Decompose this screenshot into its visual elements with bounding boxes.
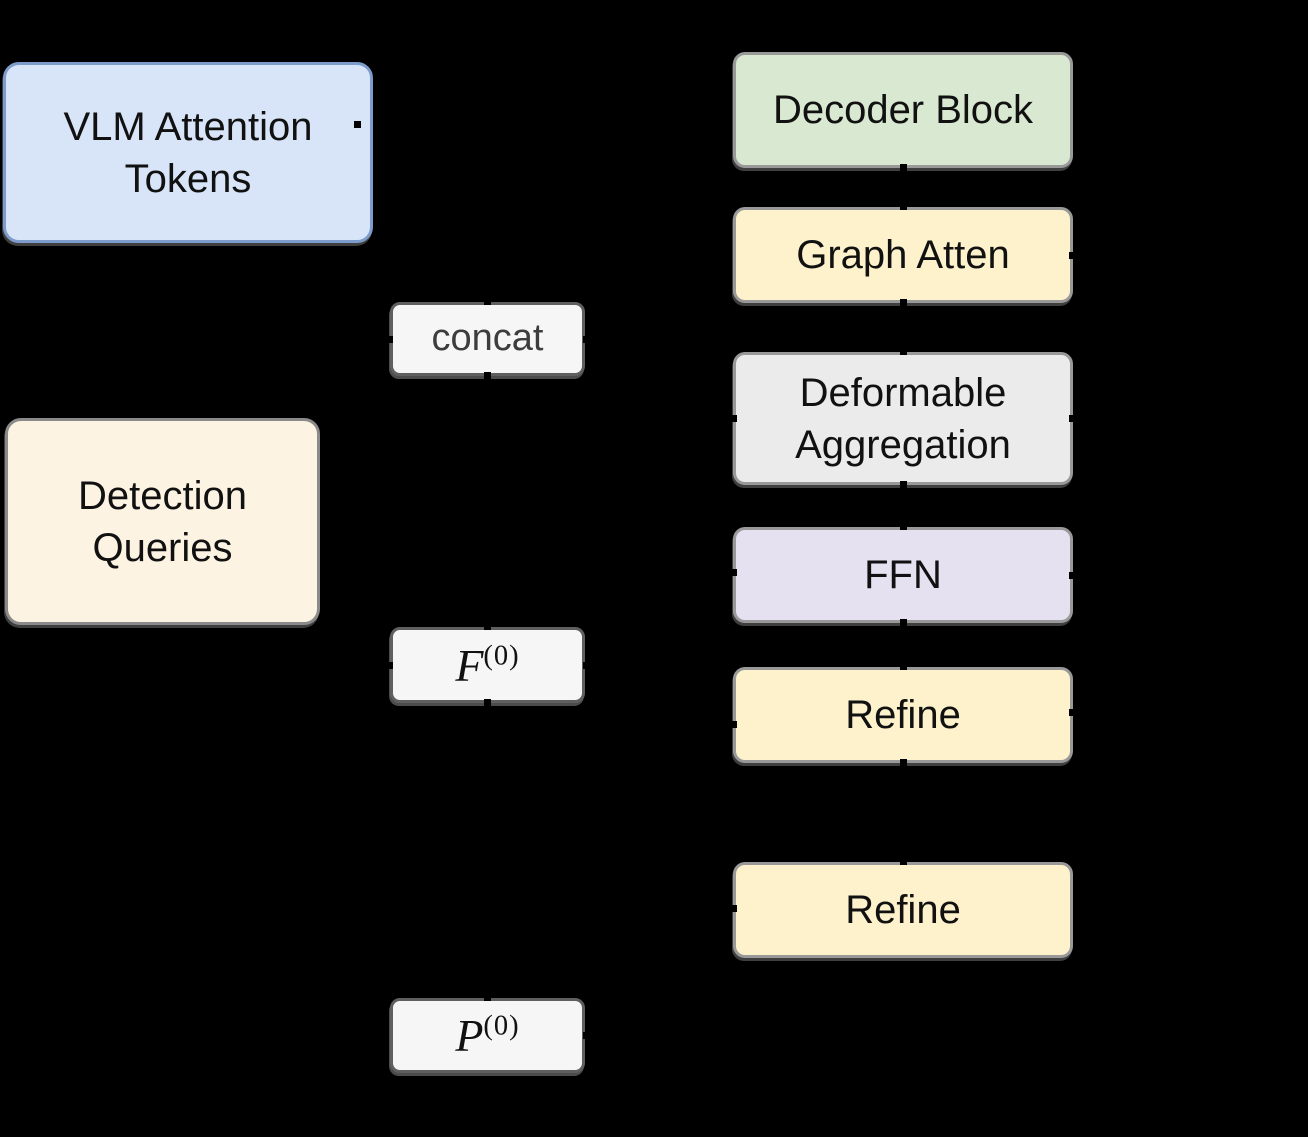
connector-stub [386, 662, 393, 669]
connector-stub [900, 348, 907, 355]
connector-stub [730, 569, 737, 576]
node-concat: concat [390, 302, 585, 376]
connector-stub [730, 721, 737, 728]
node-label: Refine [845, 888, 961, 932]
connector-stub [1069, 252, 1076, 259]
connector-stub [583, 662, 590, 669]
connector-stub [900, 858, 907, 865]
connector-stub [386, 336, 393, 343]
connector-stub [900, 523, 907, 530]
node-p0: P(0) [390, 998, 585, 1073]
connector-stub [484, 298, 491, 305]
connector-stub [730, 905, 737, 912]
connector-stub [484, 372, 491, 379]
connector-stub [484, 699, 491, 706]
node-label: Detection Queries [78, 473, 247, 570]
node-label: Decoder Block [772, 88, 1034, 132]
connector-stub [900, 203, 907, 210]
node-vlm-attention-tokens: VLM Attention Tokens [3, 62, 373, 243]
node-detection-queries: Detection Queries [5, 418, 320, 625]
node-label: VLM Attention Tokens [63, 104, 313, 201]
connector-stub [730, 415, 737, 422]
connector-stub [900, 663, 907, 670]
node-label: Graph Atten [796, 233, 1010, 277]
connector-stub [484, 623, 491, 630]
connector-stub [900, 164, 907, 171]
connector-stub [1069, 415, 1076, 422]
node-label: Refine [845, 693, 961, 737]
connector-stub [484, 994, 491, 1001]
connector-stub [1069, 572, 1076, 579]
node-ffn: FFN [733, 527, 1073, 623]
connector-stub [1069, 709, 1076, 716]
node-label: P(0) [455, 1010, 520, 1061]
connector-stub [900, 619, 907, 626]
node-decoder-block: Decoder Block [733, 52, 1073, 168]
node-refine-2: Refine [733, 862, 1073, 958]
connector-stub [900, 759, 907, 766]
connector-stub [900, 481, 907, 488]
node-refine-1: Refine [733, 667, 1073, 763]
node-deformable-aggregation: Deformable Aggregation [733, 352, 1073, 485]
node-graph-atten: Graph Atten [733, 207, 1073, 303]
node-label: F(0) [455, 639, 520, 691]
connector-stub [900, 299, 907, 306]
node-label: FFN [864, 553, 942, 597]
connector-stub [354, 121, 361, 128]
connector-stub [583, 1032, 590, 1039]
connector-stub [583, 336, 590, 343]
node-label: Deformable Aggregation [795, 370, 1011, 467]
node-label: concat [431, 317, 544, 360]
node-f0: F(0) [390, 627, 585, 703]
